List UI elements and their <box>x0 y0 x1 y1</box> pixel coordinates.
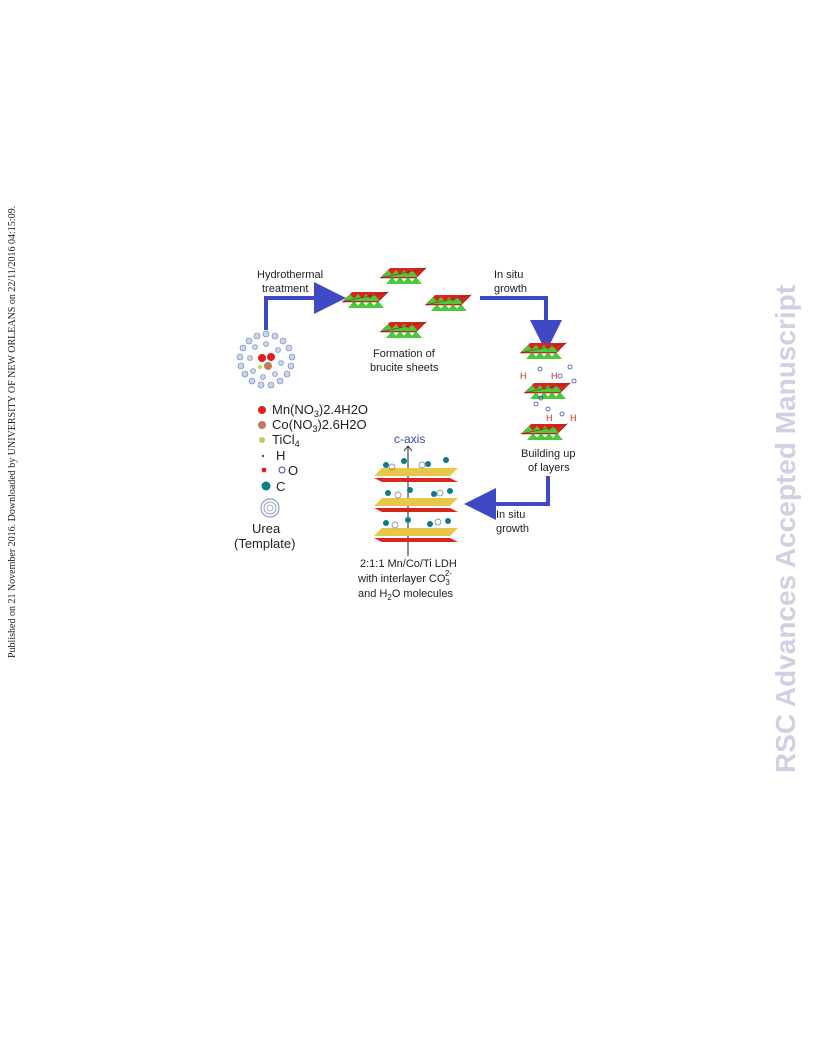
o-legend-dot <box>261 467 267 473</box>
building-label: Building up <box>521 448 575 460</box>
water-h-label: H <box>551 371 558 381</box>
brucite-sheet <box>341 291 389 309</box>
stacked-layer <box>519 342 567 360</box>
ldh-label-line1: 2:1:1 Mn/Co/Ti LDH <box>360 558 457 570</box>
co-legend-label: Co(NO3)2.6H2O <box>272 417 367 434</box>
stacked-layer <box>523 382 571 400</box>
urea-legend-icon <box>260 498 280 518</box>
water-h-label: H <box>520 371 527 381</box>
interlayer-molecules <box>533 364 577 417</box>
h-legend-dot <box>261 454 265 458</box>
brucite-sheet <box>379 267 427 285</box>
c-axis-arrow <box>403 445 413 456</box>
brucite-sheet <box>424 294 472 312</box>
urea-micelle-icon <box>236 330 296 389</box>
urea-label: Urea <box>252 521 281 536</box>
layers-label: of layers <box>528 462 570 474</box>
hydrothermal-label: Hydrothermal <box>257 269 323 281</box>
insitu-growth-arrow-bottom <box>464 476 550 520</box>
water-h-label: H <box>570 413 577 423</box>
ti-legend-dot <box>259 437 265 443</box>
co-legend-dot <box>258 421 266 429</box>
c-axis-label: c-axis <box>394 432 425 446</box>
growth-top-label: growth <box>494 283 527 295</box>
insitu-growth-arrow-top <box>480 296 562 352</box>
o-legend-label: O <box>288 463 298 478</box>
ldh-structure <box>374 448 458 556</box>
hydrothermal-arrow <box>264 282 346 330</box>
brucite-sheet <box>379 321 427 339</box>
ldh-label-line2: with interlayer CO32- <box>357 569 452 587</box>
mn-legend-label: Mn(NO3)2.4H2O <box>272 402 368 419</box>
template-label: (Template) <box>234 536 295 551</box>
stacked-layer <box>520 423 568 441</box>
c-legend-dot <box>261 481 271 491</box>
insitu-bottom-label: In situ <box>496 509 525 521</box>
o-legend-ring <box>278 466 286 474</box>
h-legend-label: H <box>276 448 285 463</box>
ldh-label-line3: and H2O molecules <box>358 588 453 602</box>
mn-legend-dot <box>258 406 266 414</box>
treatment-label: treatment <box>262 283 308 295</box>
brucite-label: brucite sheets <box>370 362 439 374</box>
insitu-top-label: In situ <box>494 269 523 281</box>
water-h-label: H <box>546 413 553 423</box>
c-legend-label: C <box>276 479 285 494</box>
ti-legend-label: TiCl4 <box>272 432 300 449</box>
formation-label: Formation of <box>373 348 436 360</box>
growth-bottom-label: growth <box>496 523 529 535</box>
